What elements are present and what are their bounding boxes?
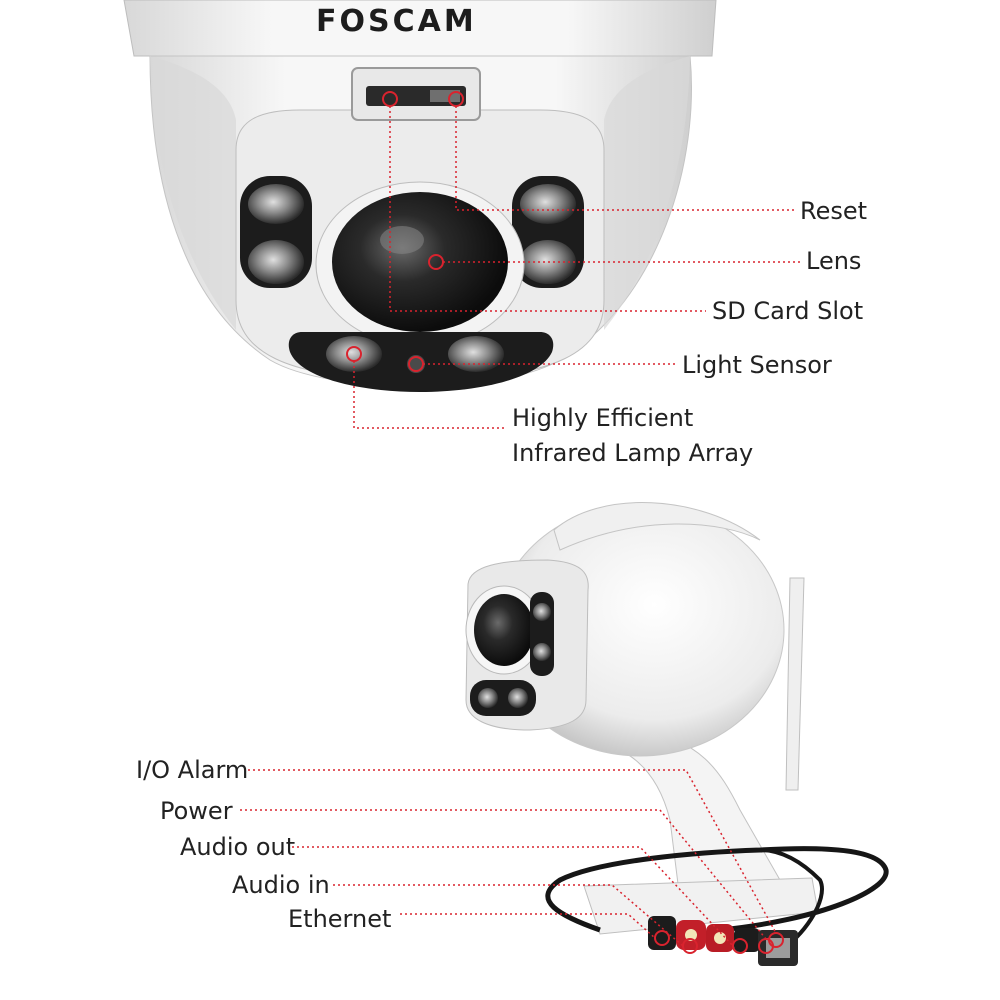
bottom-leader-lines: [240, 769, 777, 947]
ethernet-marker: [654, 930, 670, 946]
label-ir-lamp-line1: Highly Efficient: [512, 404, 694, 432]
brand-logo: FOSCAM: [316, 4, 477, 39]
power-connector: [734, 928, 760, 952]
label-audio-in: Audio in: [232, 871, 330, 899]
label-ir-lamp-line2: Infrared Lamp Array: [512, 439, 754, 467]
top-callout-markers: [346, 91, 464, 372]
antenna: [785, 577, 805, 791]
label-power: Power: [160, 797, 233, 825]
top-camera: [123, 0, 717, 392]
label-ethernet: Ethernet: [288, 905, 392, 933]
label-reset: Reset: [800, 197, 868, 225]
housing-band: [123, 0, 717, 57]
label-io-alarm: I/O Alarm: [136, 756, 249, 784]
io-alarm-marker: [768, 932, 784, 948]
bottom-camera: [465, 502, 889, 966]
sun-shield: [553, 502, 761, 551]
label-audio-out: Audio out: [180, 833, 296, 861]
top-leader-lines: [353, 106, 800, 429]
audio-in-marker: [682, 938, 698, 954]
main-lens: [332, 192, 508, 332]
label-light-sensor: Light Sensor: [682, 351, 832, 379]
label-lens: Lens: [806, 247, 862, 275]
front-lens: [474, 594, 534, 666]
label-sd-card-slot: SD Card Slot: [712, 297, 864, 325]
audio-out-marker: [732, 938, 748, 954]
